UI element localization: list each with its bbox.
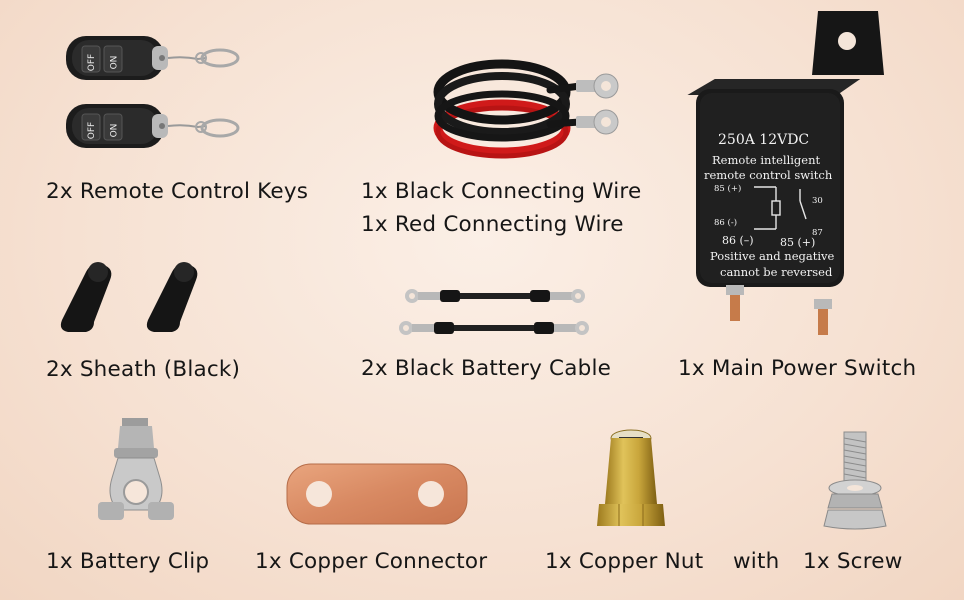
battery-cable-photo	[398, 284, 603, 344]
wires-graphic	[433, 59, 619, 159]
copper-nut-photo	[597, 428, 667, 534]
relay-warning-1: Positive and negative	[710, 249, 835, 263]
battery-cable-label: 2x Black Battery Cable	[361, 356, 612, 381]
relay-terminal-30: 30	[812, 196, 823, 206]
remote-key-top	[66, 36, 240, 80]
relay-line2: remote control switch	[704, 168, 833, 182]
relay-terminal-86m-small: 86 (-)	[714, 218, 738, 228]
remote-on-label-2: ON	[109, 123, 120, 138]
copper-nut-label: 1x Copper Nut	[545, 549, 704, 574]
main-power-switch-photo: 250A 12VDC Remote intelligent remote con…	[687, 5, 884, 340]
relay-graphic	[687, 11, 884, 335]
connecting-wires-photo	[430, 52, 630, 162]
relay-terminal-86m: 86 (–)	[722, 234, 754, 247]
relay-warning-2: cannot be reversed	[720, 265, 833, 279]
battery-cable-top	[405, 289, 585, 303]
copper-nut-graphic	[597, 429, 665, 526]
remote-off-label-2: OFF	[87, 121, 98, 140]
ring-terminal-top	[576, 73, 619, 99]
black-wire-label: 1x Black Connecting Wire	[361, 179, 642, 204]
copper-connector-graphic	[286, 463, 468, 525]
battery-clip-graphic	[98, 418, 174, 520]
remote-on-label-1: ON	[109, 55, 120, 70]
battery-clip-photo	[96, 414, 176, 524]
remote-off-label-1: OFF	[87, 53, 98, 72]
battery-clip-label: 1x Battery Clip	[46, 549, 210, 574]
sheath-photo	[58, 258, 218, 338]
copper-connector-label: 1x Copper Connector	[255, 549, 488, 574]
battery-cable-graphic	[399, 289, 589, 335]
red-wire-label: 1x Red Connecting Wire	[361, 212, 624, 237]
screw-label: 1x Screw	[803, 549, 903, 574]
remote-keys-graphic	[66, 36, 240, 148]
copper-connector-photo	[285, 460, 470, 530]
relay-rating: 250A 12VDC	[718, 132, 810, 148]
screw-graphic	[823, 431, 887, 530]
main-switch-label: 1x Main Power Switch	[678, 356, 917, 381]
relay-line1: Remote intelligent	[712, 153, 821, 167]
ring-terminal-bottom	[576, 109, 619, 135]
screw-photo	[822, 428, 888, 534]
remote-keys-label: 2x Remote Control Keys	[46, 179, 309, 204]
with-label: with	[733, 549, 780, 574]
sheath-left	[60, 262, 112, 332]
sheath-right	[146, 262, 198, 332]
relay-terminal-85p-2: 85 (+)	[780, 236, 816, 249]
battery-cable-bottom	[399, 321, 589, 335]
sheath-graphic	[60, 262, 198, 332]
relay-terminal-85p: 85 (+)	[714, 184, 742, 194]
sheath-label: 2x Sheath (Black)	[46, 357, 241, 382]
remote-key-bottom	[66, 104, 240, 148]
relay-terminal-87: 87	[812, 228, 823, 238]
remote-keys-photo: OFF ON OFF ON	[58, 30, 258, 160]
